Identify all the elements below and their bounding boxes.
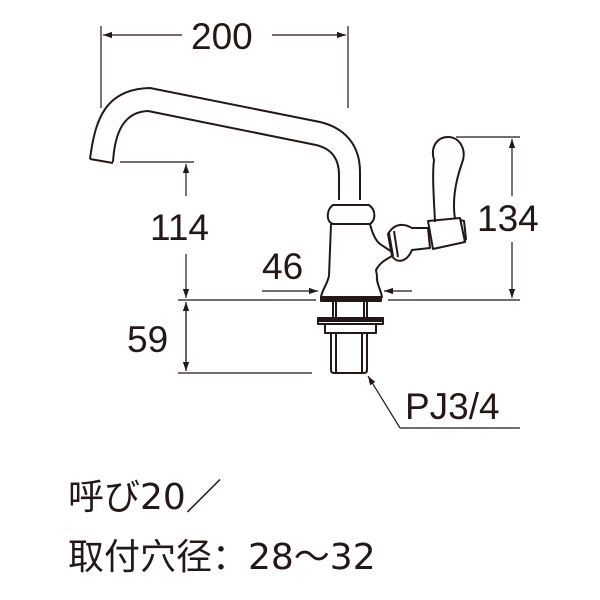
nominal-size-spec: 呼び20／: [68, 477, 222, 518]
dimension-base-diameter: 46: [262, 246, 304, 287]
connection-thread-label: PJ3/4: [405, 386, 500, 427]
faucet-outline: [89, 87, 467, 374]
dimension-spout-reach: 200: [191, 16, 253, 57]
dimension-spout-height: 114: [150, 207, 209, 248]
dimension-total-height: 134: [477, 198, 539, 239]
mounting-hole-spec: 取付穴径：28〜32: [68, 537, 376, 578]
dimension-lines: [100, 26, 520, 429]
dimension-shank-length: 59: [127, 319, 169, 360]
